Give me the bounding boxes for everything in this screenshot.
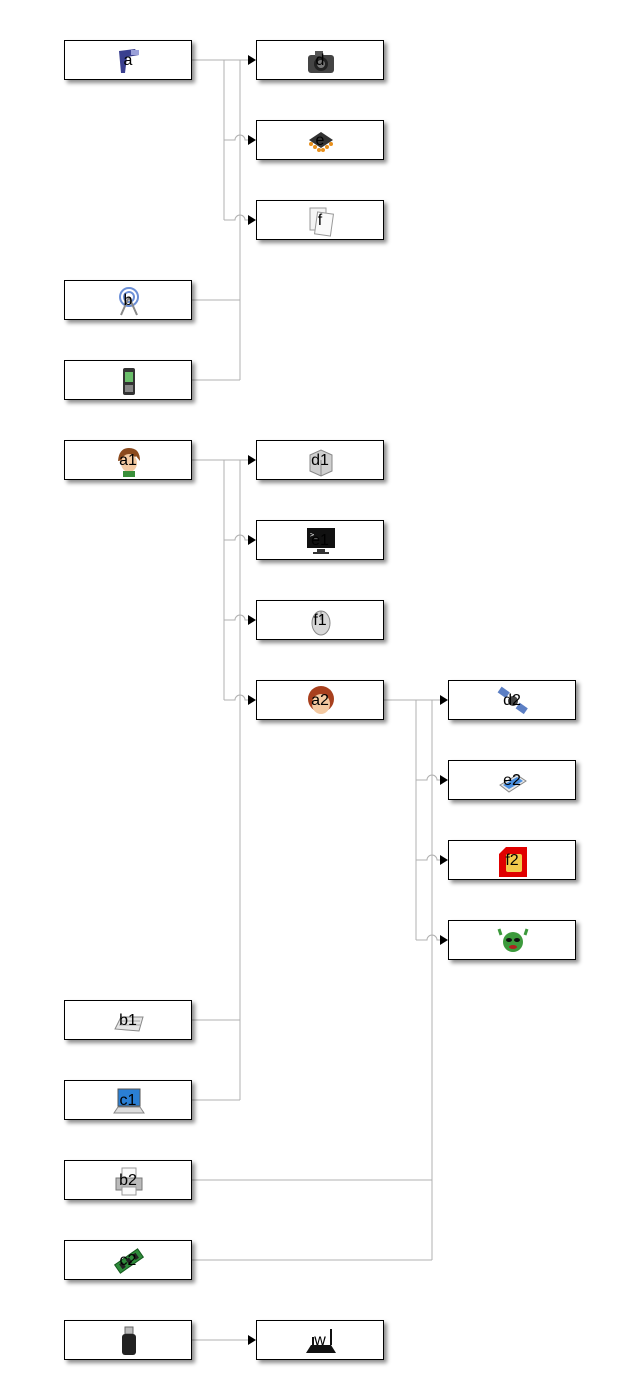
svg-text:>_: >_: [310, 531, 319, 539]
block-a2-label: a2: [311, 692, 329, 709]
block-d[interactable]: d: [256, 40, 384, 80]
router-icon: [305, 1325, 337, 1357]
mobile-phone-icon: [113, 365, 145, 397]
block-a[interactable]: a: [64, 40, 192, 80]
block-e2[interactable]: e2: [448, 760, 576, 800]
block-c1-label: c1: [119, 1092, 137, 1109]
block-d1[interactable]: d1: [256, 440, 384, 480]
camera-icon: [305, 45, 337, 77]
server-box-icon: [305, 445, 337, 477]
connector-wires: [192, 59, 442, 1341]
block-d2-label: d2: [503, 692, 521, 709]
memory-module-icon: [113, 1245, 145, 1277]
block-f2[interactable]: f2: [448, 840, 576, 880]
block-a1[interactable]: a1: [64, 440, 192, 480]
arrowhead: [248, 135, 256, 145]
block-w[interactable]: w: [256, 1320, 384, 1360]
arrowhead: [248, 455, 256, 465]
satellite-icon: [497, 685, 529, 717]
terminal-monitor-icon: >_: [305, 525, 337, 557]
block-a-label: a: [123, 52, 133, 69]
block-g2[interactable]: [448, 920, 576, 960]
arrowhead: [248, 55, 256, 65]
arrowhead: [248, 1335, 256, 1345]
barcode-scanner-icon: [113, 45, 145, 77]
arrowhead: [248, 535, 256, 545]
wireless-tower-icon: [113, 285, 145, 317]
printer-icon: [113, 1165, 145, 1197]
usb-drive-icon: [113, 1325, 145, 1357]
alien-avatar-icon: [497, 925, 529, 957]
microchip-icon: [305, 125, 337, 157]
anime-avatar-icon: [113, 445, 145, 477]
sim-card-icon: [497, 845, 529, 877]
arrowhead: [440, 935, 448, 945]
arrowhead: [440, 775, 448, 785]
keyboard-icon: [113, 1005, 145, 1037]
block-e1-label: e1: [311, 532, 329, 549]
girl-avatar-icon: [305, 685, 337, 717]
connector-arrowheads: [248, 55, 448, 1345]
block-b2-label: b2: [119, 1172, 137, 1189]
block-b1-label: b1: [119, 1012, 137, 1029]
block-b1[interactable]: b1: [64, 1000, 192, 1040]
documents-icon: [305, 205, 337, 237]
block-c[interactable]: [64, 360, 192, 400]
block-a2[interactable]: a2: [256, 680, 384, 720]
block-f-label: f: [317, 212, 323, 229]
block-b[interactable]: b: [64, 280, 192, 320]
block-e2-label: e2: [503, 772, 521, 789]
block-w-label: w: [314, 1332, 326, 1349]
mouse-icon: [305, 605, 337, 637]
block-f2-label: f2: [505, 852, 519, 869]
arrowhead: [440, 695, 448, 705]
block-d1-label: d1: [311, 452, 329, 469]
block-e1[interactable]: >_ e1: [256, 520, 384, 560]
block-e-label: e: [315, 132, 325, 149]
block-usb[interactable]: [64, 1320, 192, 1360]
block-f1[interactable]: f1: [256, 600, 384, 640]
block-c2[interactable]: c2: [64, 1240, 192, 1280]
laptop-icon: [113, 1085, 145, 1117]
block-b-label: b: [123, 292, 133, 309]
block-c2-label: c2: [119, 1252, 137, 1269]
arrowhead: [248, 695, 256, 705]
arrowhead: [440, 855, 448, 865]
block-d-label: d: [315, 52, 325, 69]
block-f1-label: f1: [313, 612, 327, 629]
block-e[interactable]: e: [256, 120, 384, 160]
block-a1-label: a1: [119, 452, 137, 469]
arrowhead: [248, 215, 256, 225]
scanner-icon: [497, 765, 529, 797]
block-c1[interactable]: c1: [64, 1080, 192, 1120]
block-d2[interactable]: d2: [448, 680, 576, 720]
block-b2[interactable]: b2: [64, 1160, 192, 1200]
block-f[interactable]: f: [256, 200, 384, 240]
arrowhead: [248, 615, 256, 625]
